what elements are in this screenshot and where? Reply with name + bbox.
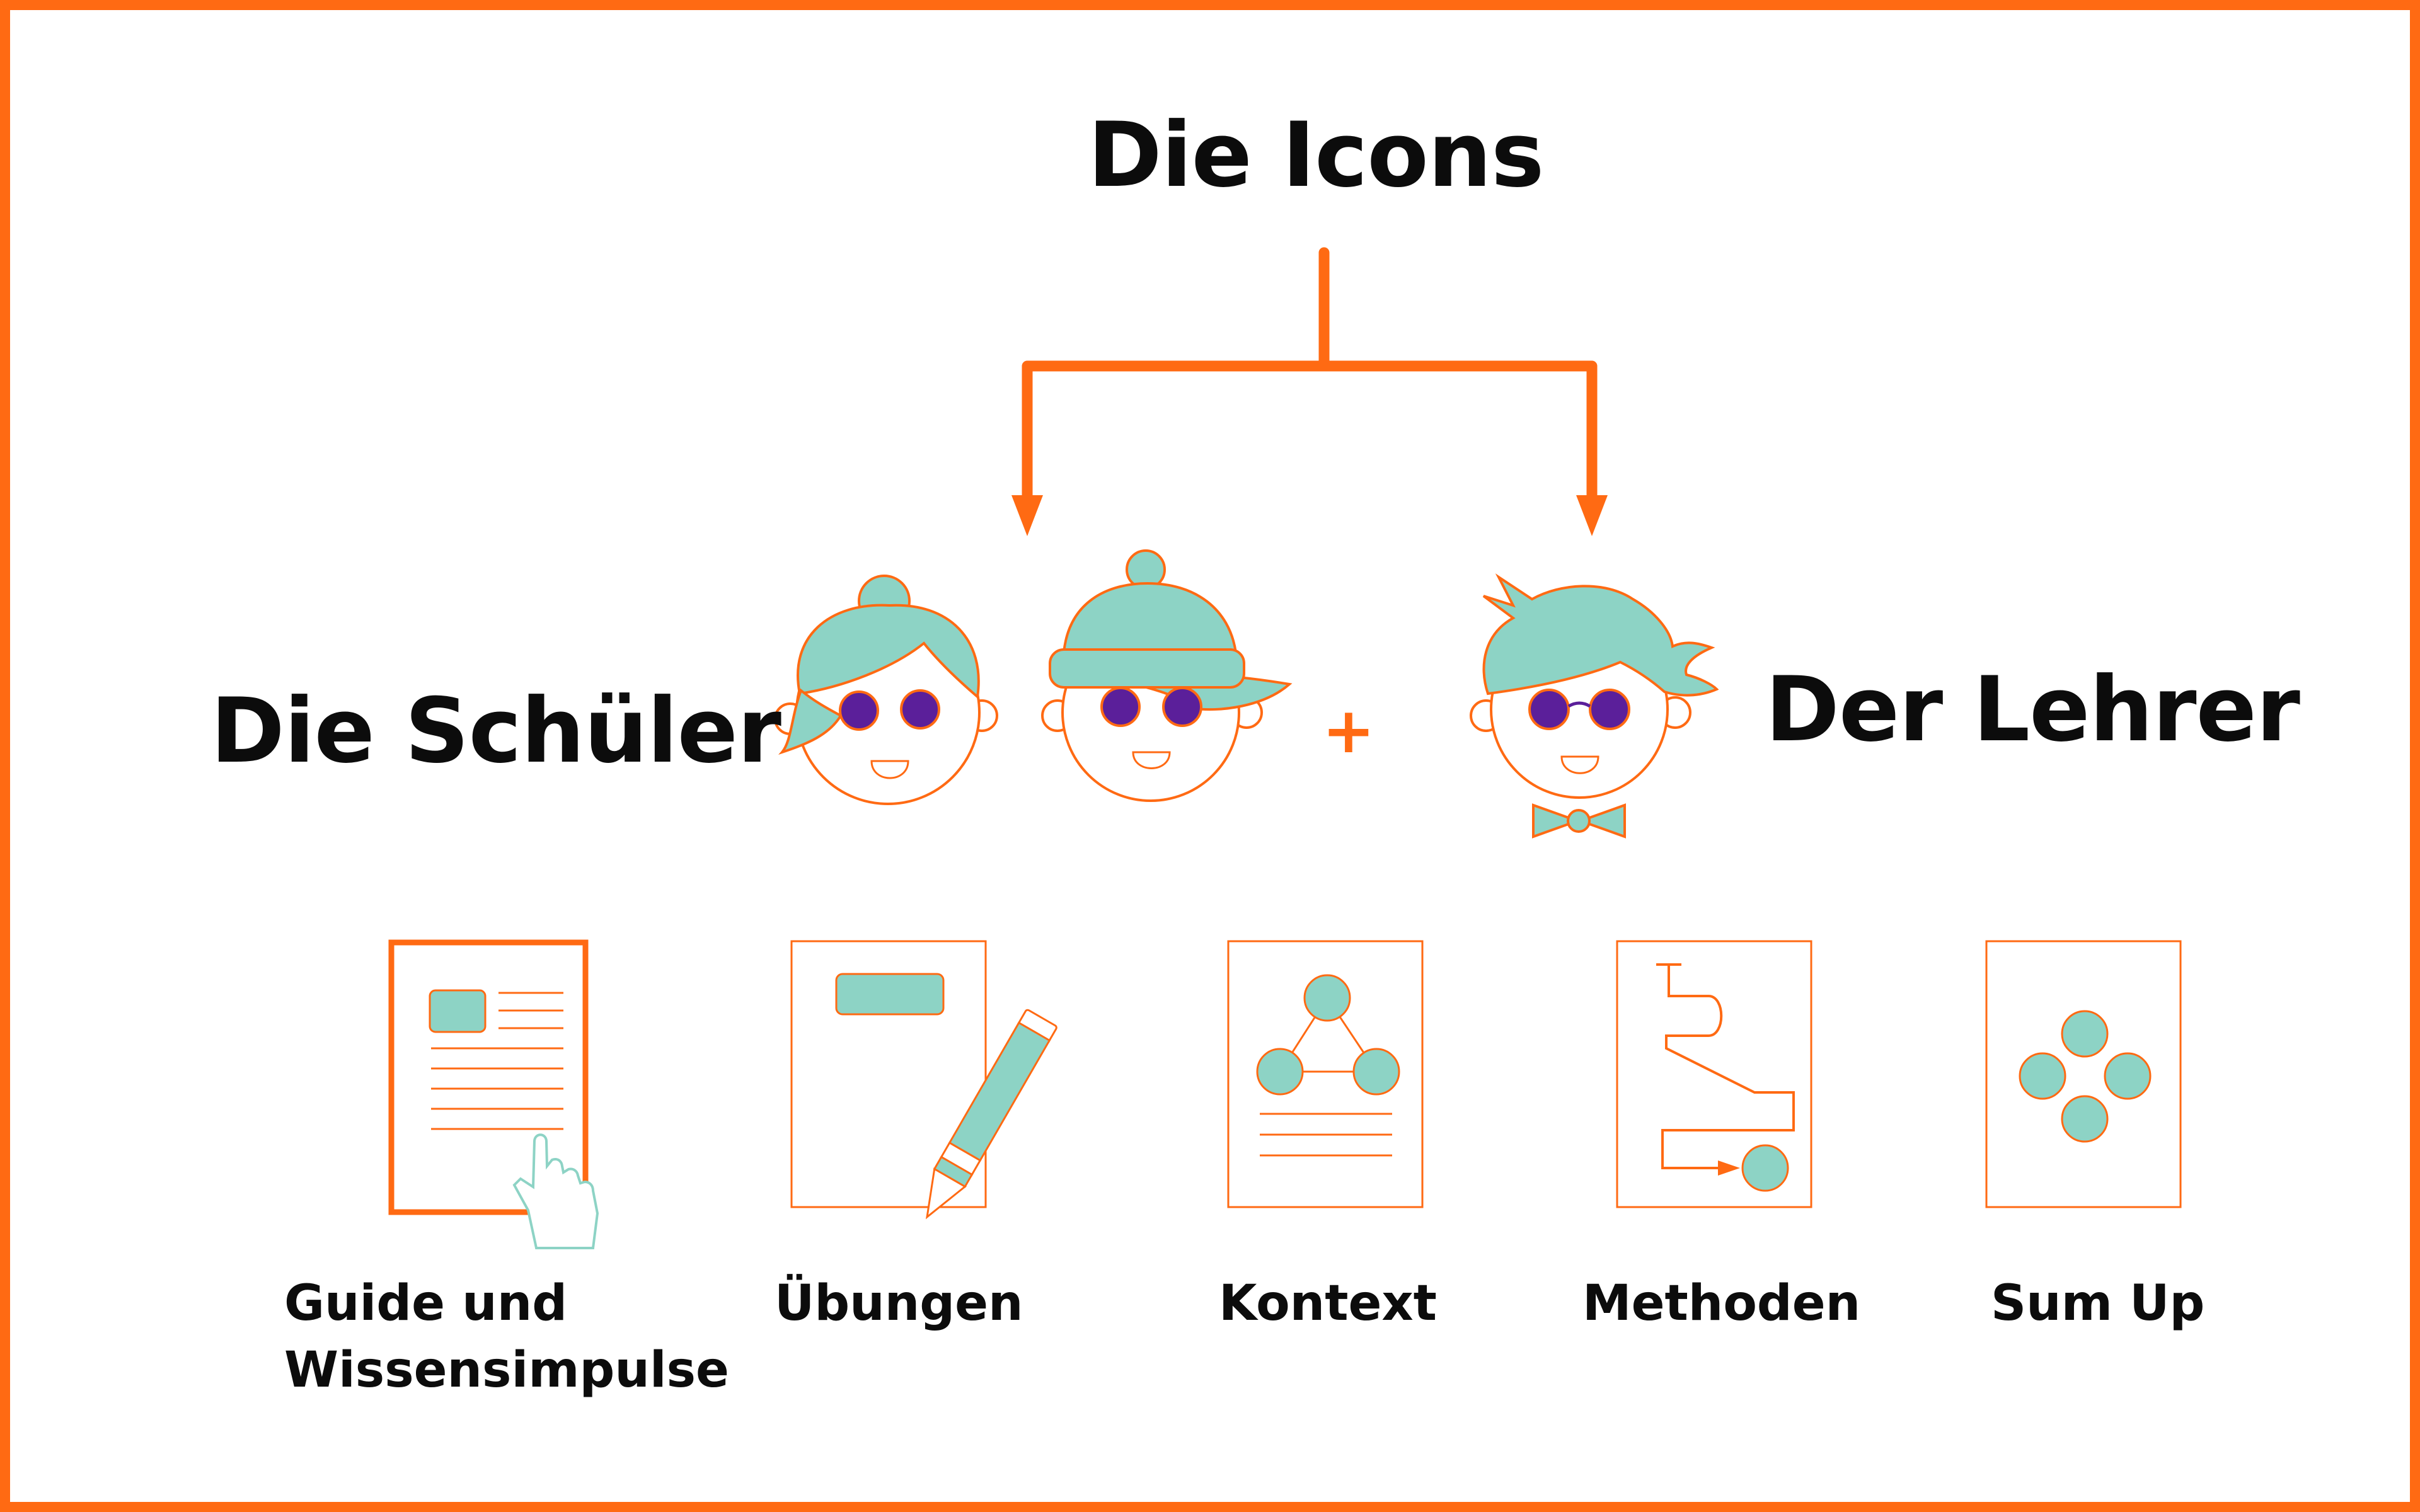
teacher-label: Der Lehrer (1765, 658, 2300, 762)
category-label-context: Kontext (1219, 1275, 1437, 1332)
students-label: Die Schüler (210, 679, 781, 783)
category-label-guide-line2: Wissensimpulse (284, 1342, 729, 1399)
connector-bar (1022, 360, 1598, 504)
context-network-icon (1227, 940, 1424, 1208)
teacher-icon (1470, 573, 1719, 839)
arrow-head-teacher (1576, 495, 1608, 536)
diagram-artwork (388, 247, 2182, 1249)
category-label-guide-line1: Guide und (284, 1275, 568, 1332)
method-flow-icon (1616, 940, 1812, 1208)
student-girl-icon (774, 575, 998, 805)
category-label-methods: Methoden (1582, 1275, 1861, 1332)
plus-sign: + (1322, 694, 1375, 767)
student-boy-beanie-icon (1041, 549, 1293, 802)
category-label-exercises: Übungen (775, 1275, 1023, 1332)
category-label-guide: Guide und Wissensimpulse (284, 1270, 729, 1404)
connector-tree (1022, 247, 1598, 504)
guide-document-hand-icon (388, 939, 599, 1249)
sum-up-circles-icon (1985, 940, 2182, 1208)
category-label-sum-up: Sum Up (1991, 1275, 2205, 1332)
exercise-pencil-icon (790, 940, 1057, 1220)
diagram-title: Die Icons (1088, 103, 1544, 207)
arrow-head-students (1011, 495, 1043, 536)
